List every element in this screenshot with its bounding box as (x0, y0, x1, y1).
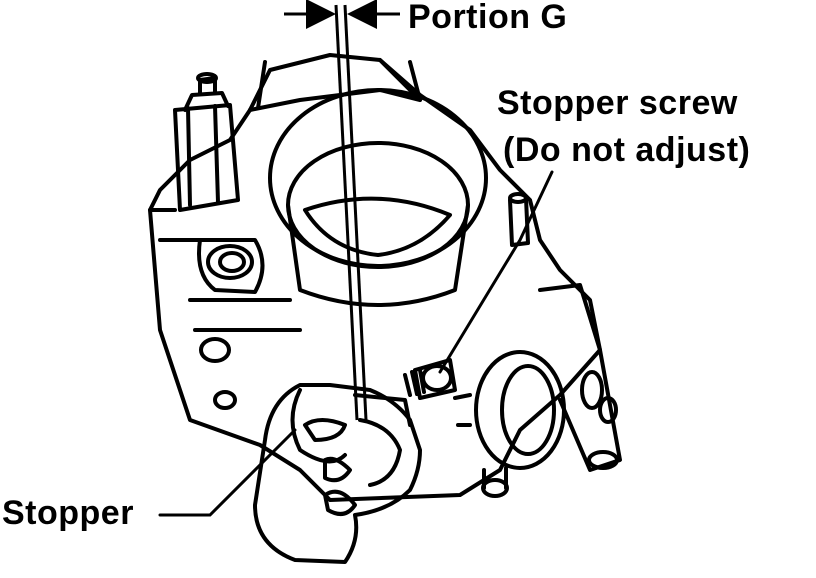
diaphragm-nipple-tube (482, 466, 508, 490)
bore-lower-wall (286, 203, 470, 307)
left-rib (148, 208, 302, 332)
screw-head (421, 364, 453, 392)
lower-left-hole (199, 337, 231, 363)
left-ear (197, 238, 265, 294)
right-pin-top (508, 192, 528, 204)
screw-threads (403, 368, 426, 397)
stopper-leader (158, 428, 297, 517)
do-not-adjust-label: (Do not adjust) (503, 131, 751, 169)
left-ear-hole (206, 244, 254, 280)
sensor-top (196, 72, 218, 84)
diaphragm-nipple (481, 478, 509, 498)
stopper-screw-leader (438, 170, 554, 374)
right-pin (508, 196, 530, 247)
bracket-foot (587, 450, 619, 470)
throttle-lever (253, 383, 422, 564)
sensor-cap (183, 91, 230, 112)
body-outline (148, 53, 602, 502)
right-bracket (538, 283, 622, 472)
bracket-bolt (580, 370, 604, 410)
rear-flange (248, 58, 422, 112)
stopper-label: Stopper (2, 494, 134, 532)
shaft-disc (358, 418, 402, 487)
lower-left-hole-2 (213, 390, 237, 410)
sensor-hex-lines (186, 104, 220, 207)
lever-curve (323, 489, 357, 516)
gauge-line-right (343, 4, 368, 421)
lever-cam (323, 456, 352, 483)
diaphragm-rod (453, 393, 472, 427)
stopper-screw-label: Stopper screw (497, 84, 738, 122)
bracket-bolt-2 (598, 396, 618, 424)
shaft-link (353, 393, 412, 427)
lever-inner-lobe (290, 388, 347, 464)
portion-g-label: Portion G (408, 0, 568, 36)
diaphragm-inner (500, 364, 556, 456)
lever-slot (303, 418, 347, 442)
left-ear-hole-inner (218, 251, 246, 273)
bore-opening (303, 196, 452, 257)
sensor-stem (198, 76, 217, 96)
sensor-body (173, 103, 240, 212)
gauge-line-left (334, 4, 359, 421)
screw-body (413, 358, 457, 400)
